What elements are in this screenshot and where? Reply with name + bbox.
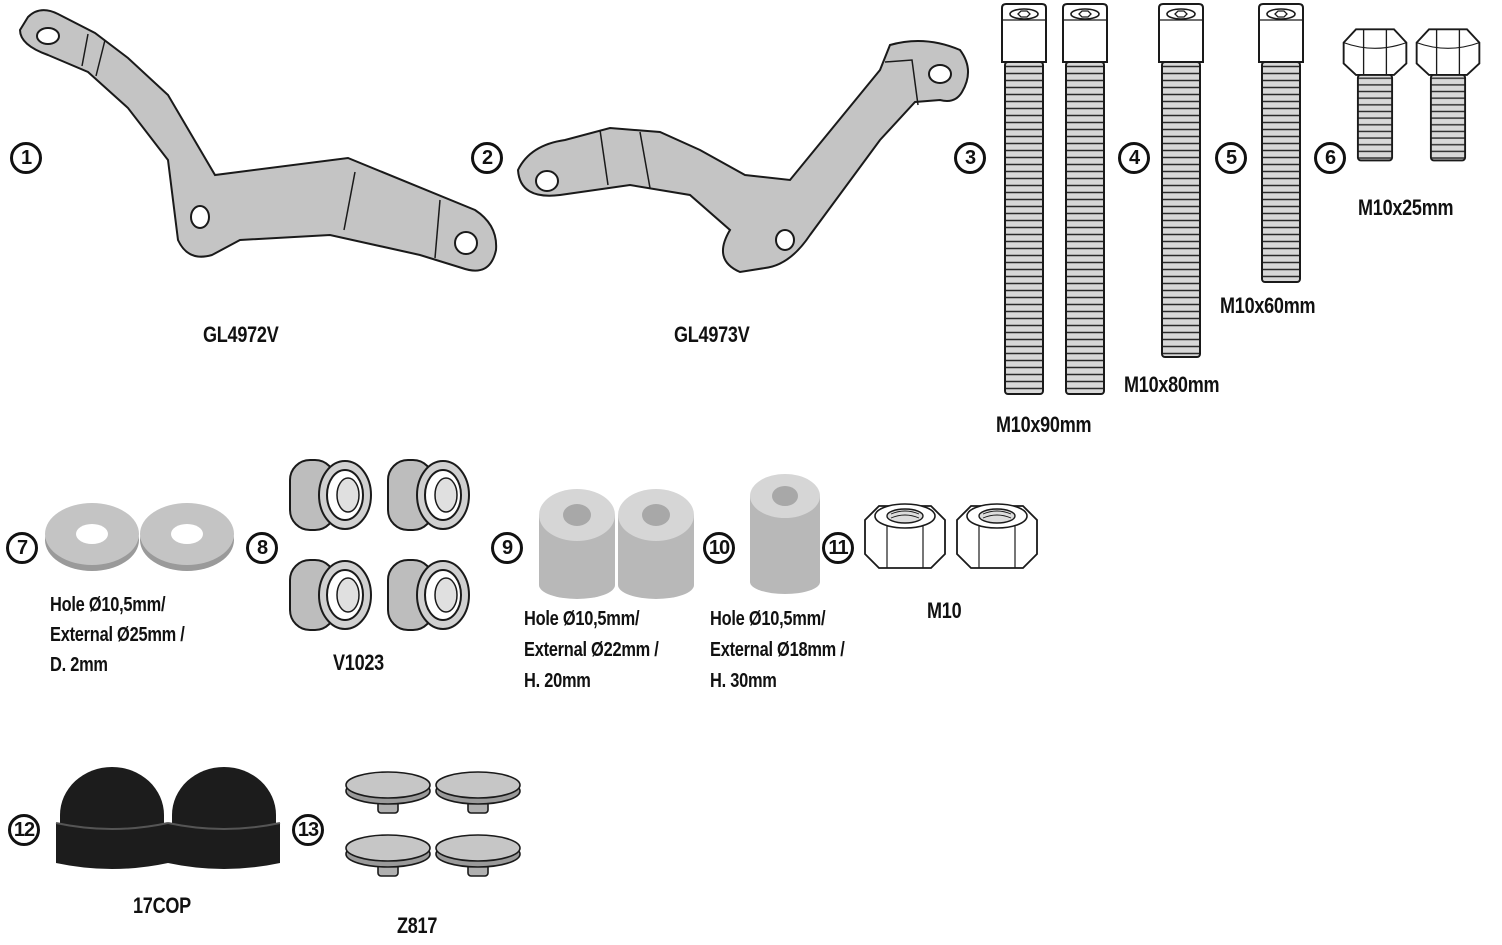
- part-number-badge: 2: [471, 142, 503, 174]
- part-number-badge: 11: [822, 532, 854, 564]
- spacer-20mm-icon: [539, 489, 694, 599]
- plastic-rivet-icon: [345, 771, 521, 877]
- part-number-badge: 1: [10, 142, 42, 174]
- part-spec-line: H. 30mm: [710, 670, 777, 692]
- part-label: Z817: [397, 913, 438, 938]
- part-spec-line: H. 20mm: [524, 670, 591, 692]
- socket-screw-m10x60-icon: [1258, 3, 1304, 283]
- part-number-badge: 8: [246, 532, 278, 564]
- washer-icon: [45, 503, 234, 571]
- part-number-badge: 10: [703, 532, 735, 564]
- part-spec-line: External Ø22mm /: [524, 639, 659, 661]
- part-number-badge: 12: [8, 814, 40, 846]
- part-label: GL4973V: [674, 322, 750, 347]
- part-number-badge: 3: [954, 142, 986, 174]
- part-spec-line: External Ø25mm /: [50, 624, 185, 646]
- part-spec-line: D. 2mm: [50, 654, 108, 676]
- hex-bolt-m10x25-icon: [1342, 28, 1481, 162]
- part-spec-line: Hole Ø10,5mm/: [50, 594, 166, 616]
- part-number-badge: 13: [292, 814, 324, 846]
- rubber-bushing-icon: [289, 459, 470, 631]
- bracket-gl4973v-icon: [516, 40, 969, 274]
- part-label: M10x25mm: [1358, 195, 1454, 220]
- part-number-badge: 6: [1314, 142, 1346, 174]
- part-label: M10: [927, 598, 962, 623]
- part-label: V1023: [333, 650, 384, 675]
- part-number-badge: 7: [6, 532, 38, 564]
- part-label: M10x80mm: [1124, 372, 1220, 397]
- part-label: GL4972V: [203, 322, 279, 347]
- spacer-30mm-icon: [750, 474, 820, 594]
- part-spec-line: Hole Ø10,5mm/: [710, 608, 826, 630]
- lock-nut-m10-icon: [864, 503, 1038, 569]
- cap-nut-cover-icon: [55, 766, 281, 870]
- part-spec-line: External Ø18mm /: [710, 639, 845, 661]
- part-label: M10x60mm: [1220, 293, 1316, 318]
- part-spec-line: Hole Ø10,5mm/: [524, 608, 640, 630]
- part-number-badge: 5: [1215, 142, 1247, 174]
- part-label: 17COP: [133, 893, 191, 918]
- socket-screw-m10x90-icon: [1001, 3, 1108, 395]
- bracket-gl4972v-icon: [18, 9, 498, 272]
- part-label: M10x90mm: [996, 412, 1092, 437]
- socket-screw-m10x80-icon: [1158, 3, 1204, 358]
- part-number-badge: 9: [491, 532, 523, 564]
- part-number-badge: 4: [1118, 142, 1150, 174]
